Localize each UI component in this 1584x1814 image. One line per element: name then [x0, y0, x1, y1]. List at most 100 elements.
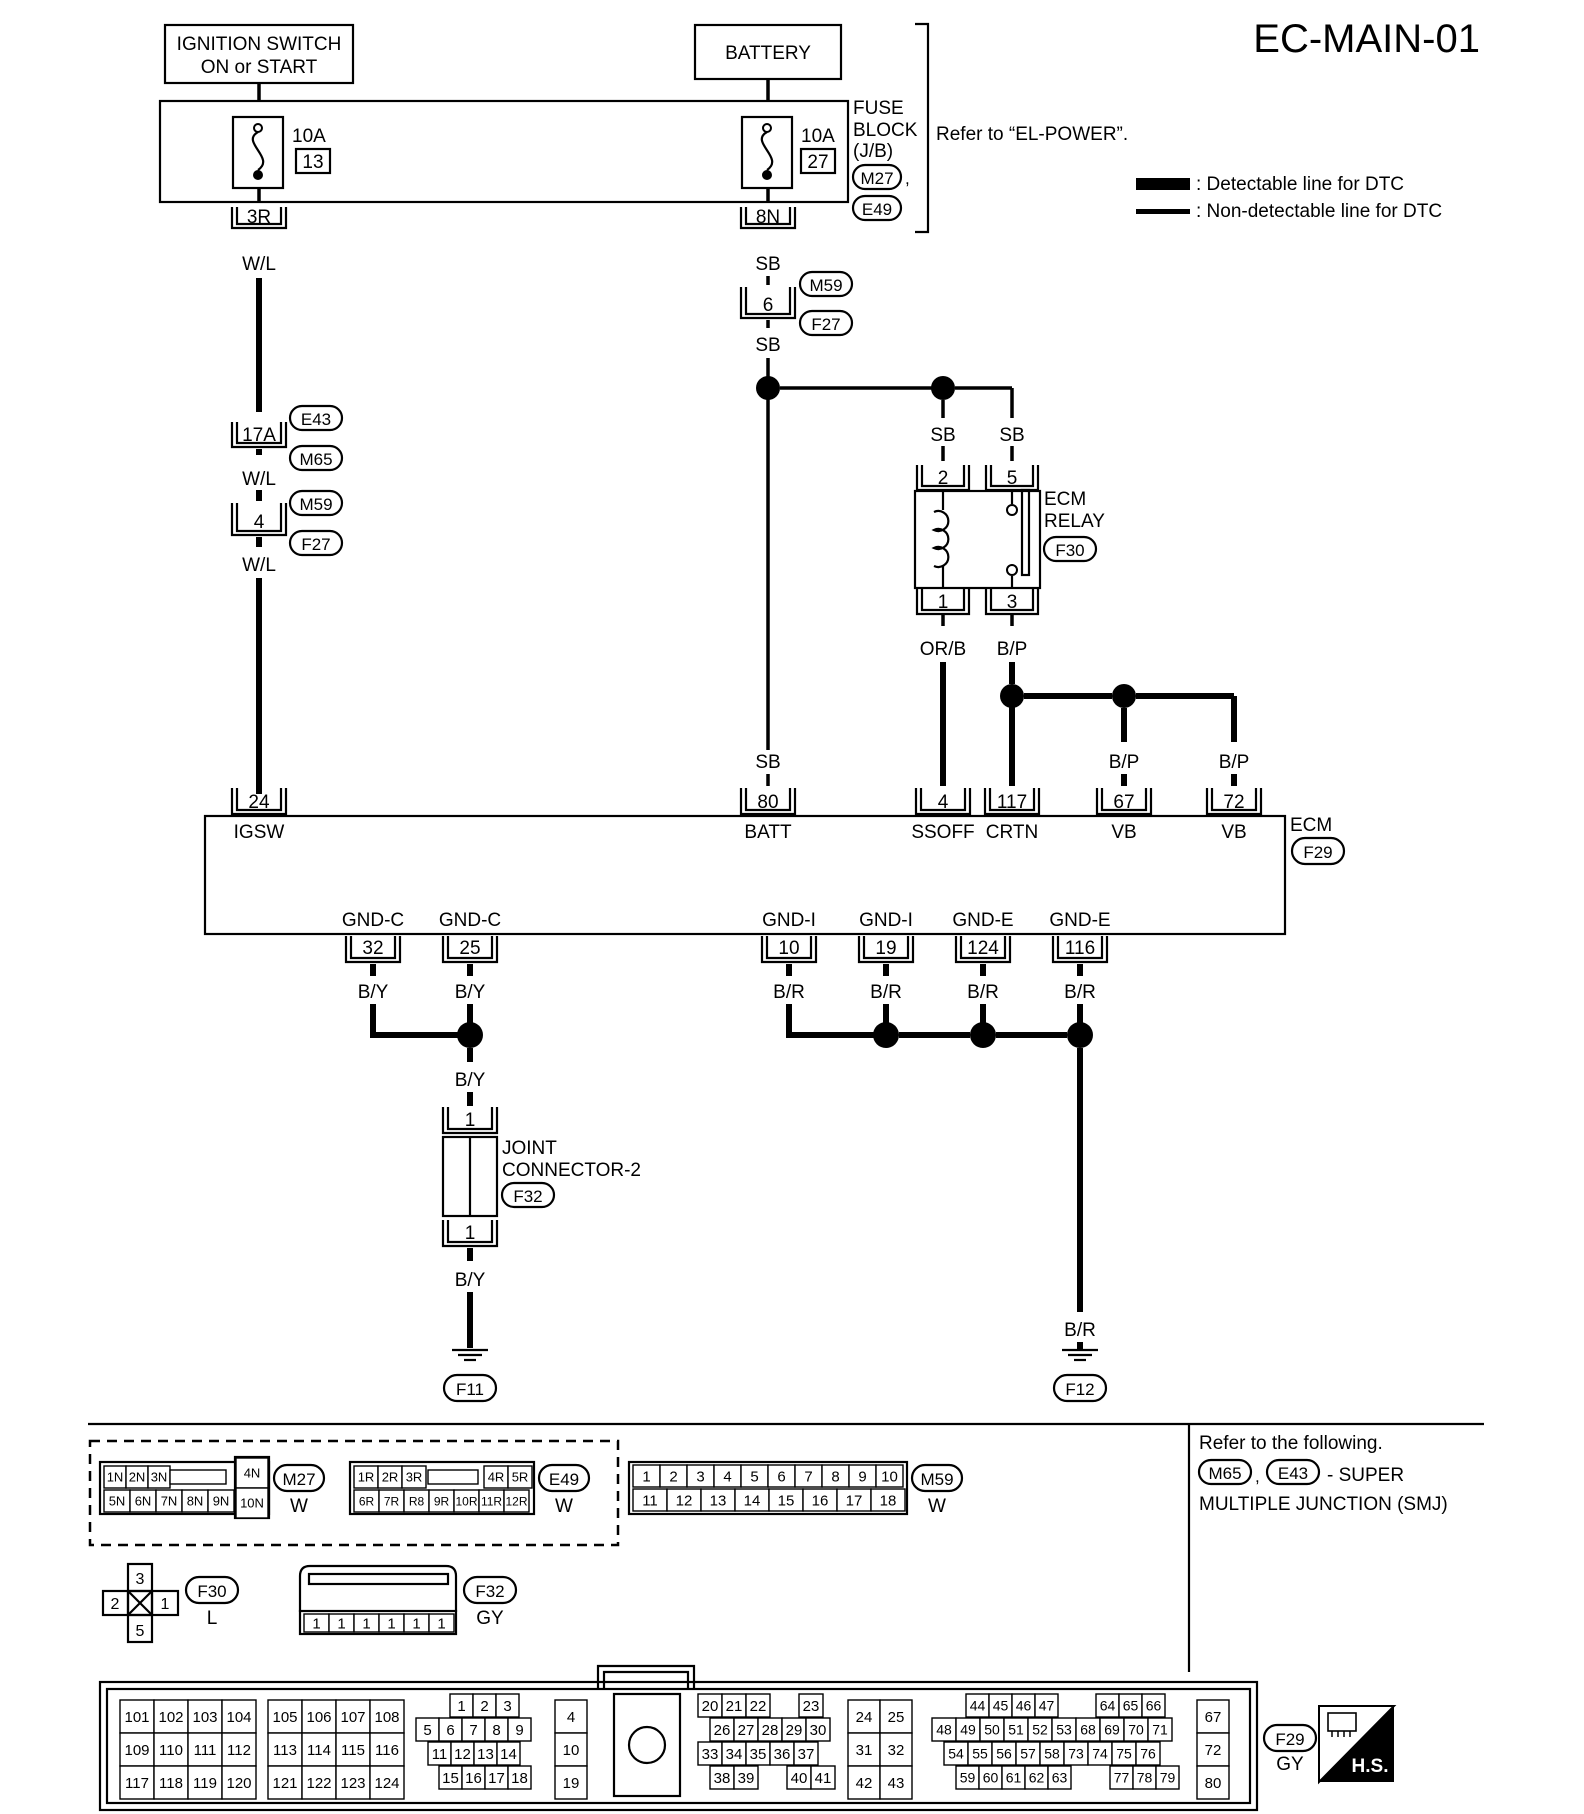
- svg-text:F27: F27: [811, 315, 840, 334]
- svg-text:SB: SB: [755, 254, 780, 275]
- m27-pin-label: 8N: [187, 1494, 204, 1509]
- svg-text:5: 5: [136, 1623, 145, 1640]
- harness-side-icon: H.S.: [1318, 1705, 1397, 1785]
- f29-pin-cell: [879, 1765, 913, 1800]
- svg-text:F32: F32: [475, 1582, 504, 1601]
- m59-pin-label: 5: [750, 1468, 758, 1485]
- f29-pin-label: 107: [340, 1709, 365, 1726]
- e49-connector-view: E49 W: [348, 1460, 591, 1517]
- f29-pin-label: 55: [972, 1746, 988, 1762]
- svg-text:80: 80: [757, 792, 778, 813]
- m59-pin-label: 4: [723, 1468, 731, 1485]
- svg-text:25: 25: [459, 938, 480, 959]
- m27-pin-label: 6N: [135, 1494, 152, 1509]
- f29-pin-cell: [507, 1717, 532, 1742]
- f32-pin-label: 1: [362, 1615, 370, 1632]
- f29-pin-label: 12: [454, 1746, 471, 1763]
- f29-pin-label: 14: [500, 1746, 517, 1763]
- f29-pin-label: 36: [774, 1746, 791, 1763]
- m59-pin-label: 13: [710, 1492, 727, 1509]
- f29-pin-label: 6: [446, 1722, 454, 1739]
- svg-text:F32: F32: [513, 1187, 542, 1206]
- f29-pin-label: 17: [488, 1770, 505, 1787]
- e49-pin-label: 2R: [382, 1470, 399, 1485]
- svg-text:OR/B: OR/B: [920, 639, 966, 660]
- f29-pin-cell: [221, 1765, 257, 1800]
- f29-pin-label: 113: [273, 1742, 297, 1759]
- svg-text:B/R: B/R: [1064, 982, 1096, 1003]
- m27-pin-cell: [207, 1489, 235, 1513]
- ground-circuits: B/Y B/Y B/Y 1 1 JOINT CONNECTOR-2 F32 B/…: [358, 964, 1108, 1403]
- f29-pin-label: 122: [306, 1775, 331, 1792]
- svg-text:B/R: B/R: [870, 982, 902, 1003]
- legend: : Detectable line for DTC : Non-detectab…: [1136, 174, 1442, 222]
- m59-pin-label: 9: [858, 1468, 866, 1485]
- f29-pin-cell: [1147, 1717, 1173, 1742]
- joint-connector-2: 1 1 JOINT CONNECTOR-2 F32: [441, 1107, 641, 1248]
- f29-pin-cell: [554, 1699, 588, 1734]
- svg-text:10A: 10A: [292, 126, 326, 147]
- f29-pin-cell: [369, 1732, 405, 1767]
- e49-pin-cell: [401, 1465, 427, 1489]
- f29-pin-label: 111: [194, 1742, 217, 1759]
- f29-pin-cell: [119, 1699, 155, 1734]
- svg-text:F30: F30: [197, 1582, 226, 1601]
- f29-pin-label: 21: [726, 1698, 743, 1715]
- f29-pin-cell: [495, 1693, 520, 1718]
- f29-pin-cell: [879, 1699, 913, 1734]
- svg-text:F27: F27: [301, 535, 330, 554]
- f29-pin-cell: [554, 1765, 588, 1800]
- f29-pin-label: 15: [442, 1770, 459, 1787]
- f29-pin-label: 24: [856, 1709, 873, 1726]
- m59-pin-label: 12: [676, 1492, 693, 1509]
- svg-text:10: 10: [778, 938, 799, 959]
- svg-text:GND-I: GND-I: [859, 910, 913, 931]
- f29-pin-label: 37: [798, 1746, 815, 1763]
- f29-pin-label: 20: [702, 1698, 719, 1715]
- f32-pin-label: 1: [312, 1615, 320, 1632]
- e49-pin-label: 11R: [481, 1494, 502, 1508]
- m27-e49-views: [88, 1439, 620, 1547]
- f29-pin-label: 77: [1114, 1770, 1130, 1786]
- svg-text:FUSE: FUSE: [853, 98, 904, 119]
- f29-pin-label: 104: [226, 1709, 251, 1726]
- f29-pin-label: 105: [272, 1709, 297, 1726]
- f29-pin-label: 11: [432, 1746, 448, 1763]
- svg-text:1: 1: [465, 1110, 476, 1131]
- svg-text:4: 4: [938, 792, 949, 813]
- f29-pin-label: 58: [1044, 1746, 1060, 1762]
- e49-pin-cell: [503, 1489, 530, 1513]
- svg-text:BATTERY: BATTERY: [725, 43, 811, 64]
- m59-pin-label: 14: [744, 1492, 761, 1509]
- m27-key-cell: [169, 1469, 227, 1485]
- f29-pin-cell: [301, 1765, 337, 1800]
- f29-pin-label: 40: [791, 1770, 808, 1787]
- svg-text:B/Y: B/Y: [455, 1070, 486, 1091]
- refer-smj: Refer to the following. M65 , E43 - SUPE…: [1197, 1433, 1448, 1515]
- f32-pin-cell: [428, 1613, 455, 1633]
- f29-pin-cell: [267, 1699, 303, 1734]
- f29-pin-label: 41: [815, 1770, 832, 1787]
- f29-pin-cell: [798, 1693, 824, 1718]
- svg-text:SB: SB: [930, 425, 955, 446]
- e49-pin-cell: [507, 1465, 533, 1489]
- m59-pin-label: 18: [880, 1492, 897, 1509]
- f29-pin-label: 35: [750, 1746, 767, 1763]
- svg-text:GND-E: GND-E: [1049, 910, 1110, 931]
- f29-pin-label: 56: [996, 1746, 1012, 1762]
- svg-text:IGNITION SWITCH: IGNITION SWITCH: [177, 34, 342, 55]
- f29-pin-label: 74: [1092, 1746, 1108, 1762]
- svg-text:B/R: B/R: [1064, 1320, 1096, 1341]
- m59-pin-cell: [870, 1488, 906, 1512]
- svg-text:VB: VB: [1221, 822, 1246, 843]
- f29-pin-label: 1: [457, 1698, 465, 1715]
- svg-text:IGSW: IGSW: [234, 822, 285, 843]
- svg-text:8N: 8N: [756, 207, 780, 228]
- svg-text:GND-C: GND-C: [439, 910, 501, 931]
- m59-pin-label: 10: [881, 1468, 898, 1485]
- f29-pin-label: 31: [856, 1742, 873, 1759]
- svg-text:W: W: [555, 1496, 573, 1517]
- svg-text:L: L: [207, 1608, 218, 1629]
- f29-pin-cell: [1141, 1693, 1166, 1718]
- svg-text:1: 1: [465, 1223, 476, 1244]
